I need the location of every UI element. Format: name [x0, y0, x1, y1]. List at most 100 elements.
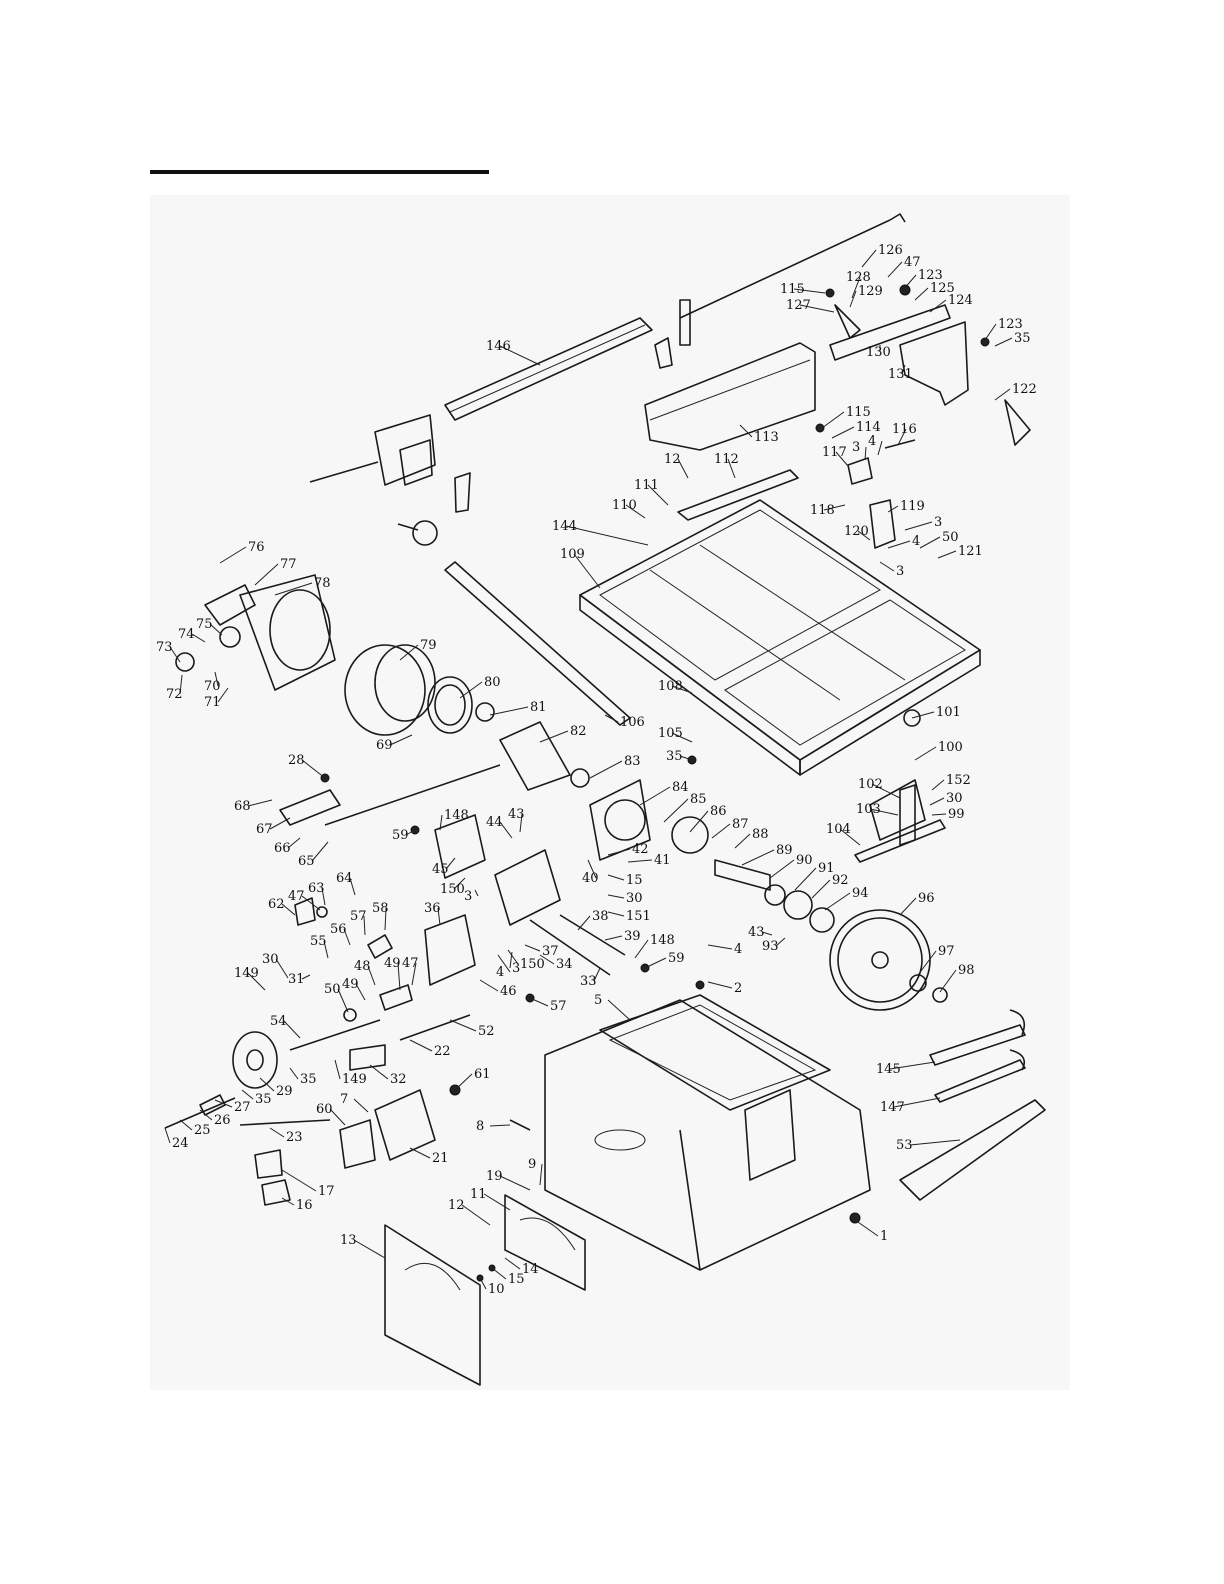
- part-number-label: 79: [420, 638, 437, 653]
- leader-line: [607, 999, 631, 1021]
- leader-line: [893, 1097, 941, 1108]
- leader-line: [899, 897, 917, 916]
- blade-nut: [932, 987, 948, 1003]
- part-number-label: 100: [938, 740, 963, 755]
- tilt-lock-parts: [294, 897, 413, 1071]
- leader-line: [199, 1109, 213, 1121]
- part-number-label: 106: [620, 715, 645, 730]
- leader-line: [857, 530, 871, 541]
- leader-line: [984, 323, 997, 341]
- leader-line: [301, 759, 326, 779]
- part-number-label: 126: [878, 243, 903, 258]
- part-number-label: 144: [552, 519, 577, 534]
- part-number-label: 89: [776, 843, 793, 858]
- leader-line: [397, 962, 401, 991]
- leader-line: [639, 786, 671, 806]
- part-number-label: 1: [880, 1229, 888, 1244]
- leader-line: [247, 972, 266, 991]
- leader-line: [761, 931, 773, 936]
- leader-line: [367, 965, 376, 986]
- rip-fence-rail: [444, 213, 906, 421]
- leader-line: [274, 582, 313, 596]
- leader-line: [461, 1204, 491, 1226]
- part-number-label: 63: [308, 881, 325, 896]
- part-number-label: 131: [888, 367, 913, 382]
- leader-line: [904, 521, 933, 531]
- part-number-label: 115: [846, 405, 871, 420]
- leader-line: [179, 674, 183, 695]
- part-number-label: 97: [938, 944, 955, 959]
- part-number-label: 72: [166, 687, 183, 702]
- leader-line: [741, 849, 775, 866]
- part-number-label: 30: [626, 891, 643, 906]
- leader-line: [479, 1277, 487, 1290]
- part-number-label: 117: [822, 445, 847, 460]
- leader-line: [901, 364, 906, 375]
- part-number-label: 55: [310, 934, 327, 949]
- leader-line: [727, 458, 736, 479]
- leader-line: [647, 484, 669, 506]
- part-number-label: 104: [826, 822, 851, 837]
- leader-line: [353, 1098, 369, 1113]
- scan-background: [150, 195, 1070, 1390]
- part-number-label: 108: [658, 679, 683, 694]
- part-number-label: 102: [858, 777, 883, 792]
- part-number-label: 125: [930, 281, 955, 296]
- leader-line: [929, 797, 945, 806]
- leader-line: [854, 1219, 879, 1237]
- leader-line: [409, 1147, 431, 1159]
- leader-line: [489, 706, 529, 716]
- leader-line: [355, 983, 366, 1001]
- leader-line: [607, 874, 625, 881]
- leader-line: [405, 829, 416, 836]
- leader-line: [269, 817, 291, 830]
- part-number-label: 19: [486, 1169, 503, 1184]
- leader-line: [311, 841, 329, 862]
- miter-bar: [444, 561, 631, 726]
- part-number-label: 54: [270, 1014, 287, 1029]
- leader-line: [589, 760, 623, 779]
- part-number-label: 47: [904, 255, 921, 270]
- part-number-label: 87: [732, 817, 749, 832]
- leader-line: [217, 687, 229, 703]
- leader-line: [281, 1197, 295, 1206]
- leader-line: [301, 974, 311, 980]
- leader-line: [281, 903, 296, 916]
- part-number-label: 122: [1012, 382, 1037, 397]
- part-number-label: 47: [402, 956, 419, 971]
- saw-base-cabinet: [509, 994, 871, 1271]
- part-number-label: 25: [194, 1123, 211, 1138]
- leader-line: [499, 1175, 531, 1191]
- leader-line: [474, 889, 479, 897]
- part-number-label: 52: [478, 1024, 495, 1039]
- leader-line: [607, 911, 625, 917]
- leader-line: [887, 261, 903, 278]
- leader-line: [269, 1127, 285, 1138]
- part-number-label: 93: [762, 939, 779, 954]
- leader-line: [902, 274, 917, 291]
- leader-line: [337, 988, 349, 1013]
- leader-lines: [164, 249, 1013, 1290]
- leader-line: [214, 671, 219, 687]
- leader-line: [577, 915, 591, 931]
- leader-line: [499, 821, 513, 839]
- part-number-label: 12: [664, 452, 681, 467]
- part-number-label: 59: [392, 828, 409, 843]
- leader-line: [689, 810, 709, 833]
- leader-line: [994, 388, 1011, 401]
- part-number-label: 82: [570, 724, 587, 739]
- leader-line: [644, 957, 667, 969]
- leader-line: [369, 1064, 389, 1080]
- part-number-label: 34: [556, 957, 573, 972]
- part-number-label: 3: [464, 889, 472, 904]
- leader-line: [799, 304, 835, 313]
- leader-line: [835, 451, 849, 467]
- leader-line: [489, 1124, 511, 1127]
- part-number-label: 76: [248, 540, 265, 555]
- part-number-label: 4: [912, 534, 920, 549]
- part-number-label: 129: [858, 284, 883, 299]
- part-number-label: 4: [868, 434, 876, 449]
- leader-line: [769, 859, 795, 879]
- part-number-label: 91: [818, 861, 835, 876]
- part-number-label: 115: [780, 282, 805, 297]
